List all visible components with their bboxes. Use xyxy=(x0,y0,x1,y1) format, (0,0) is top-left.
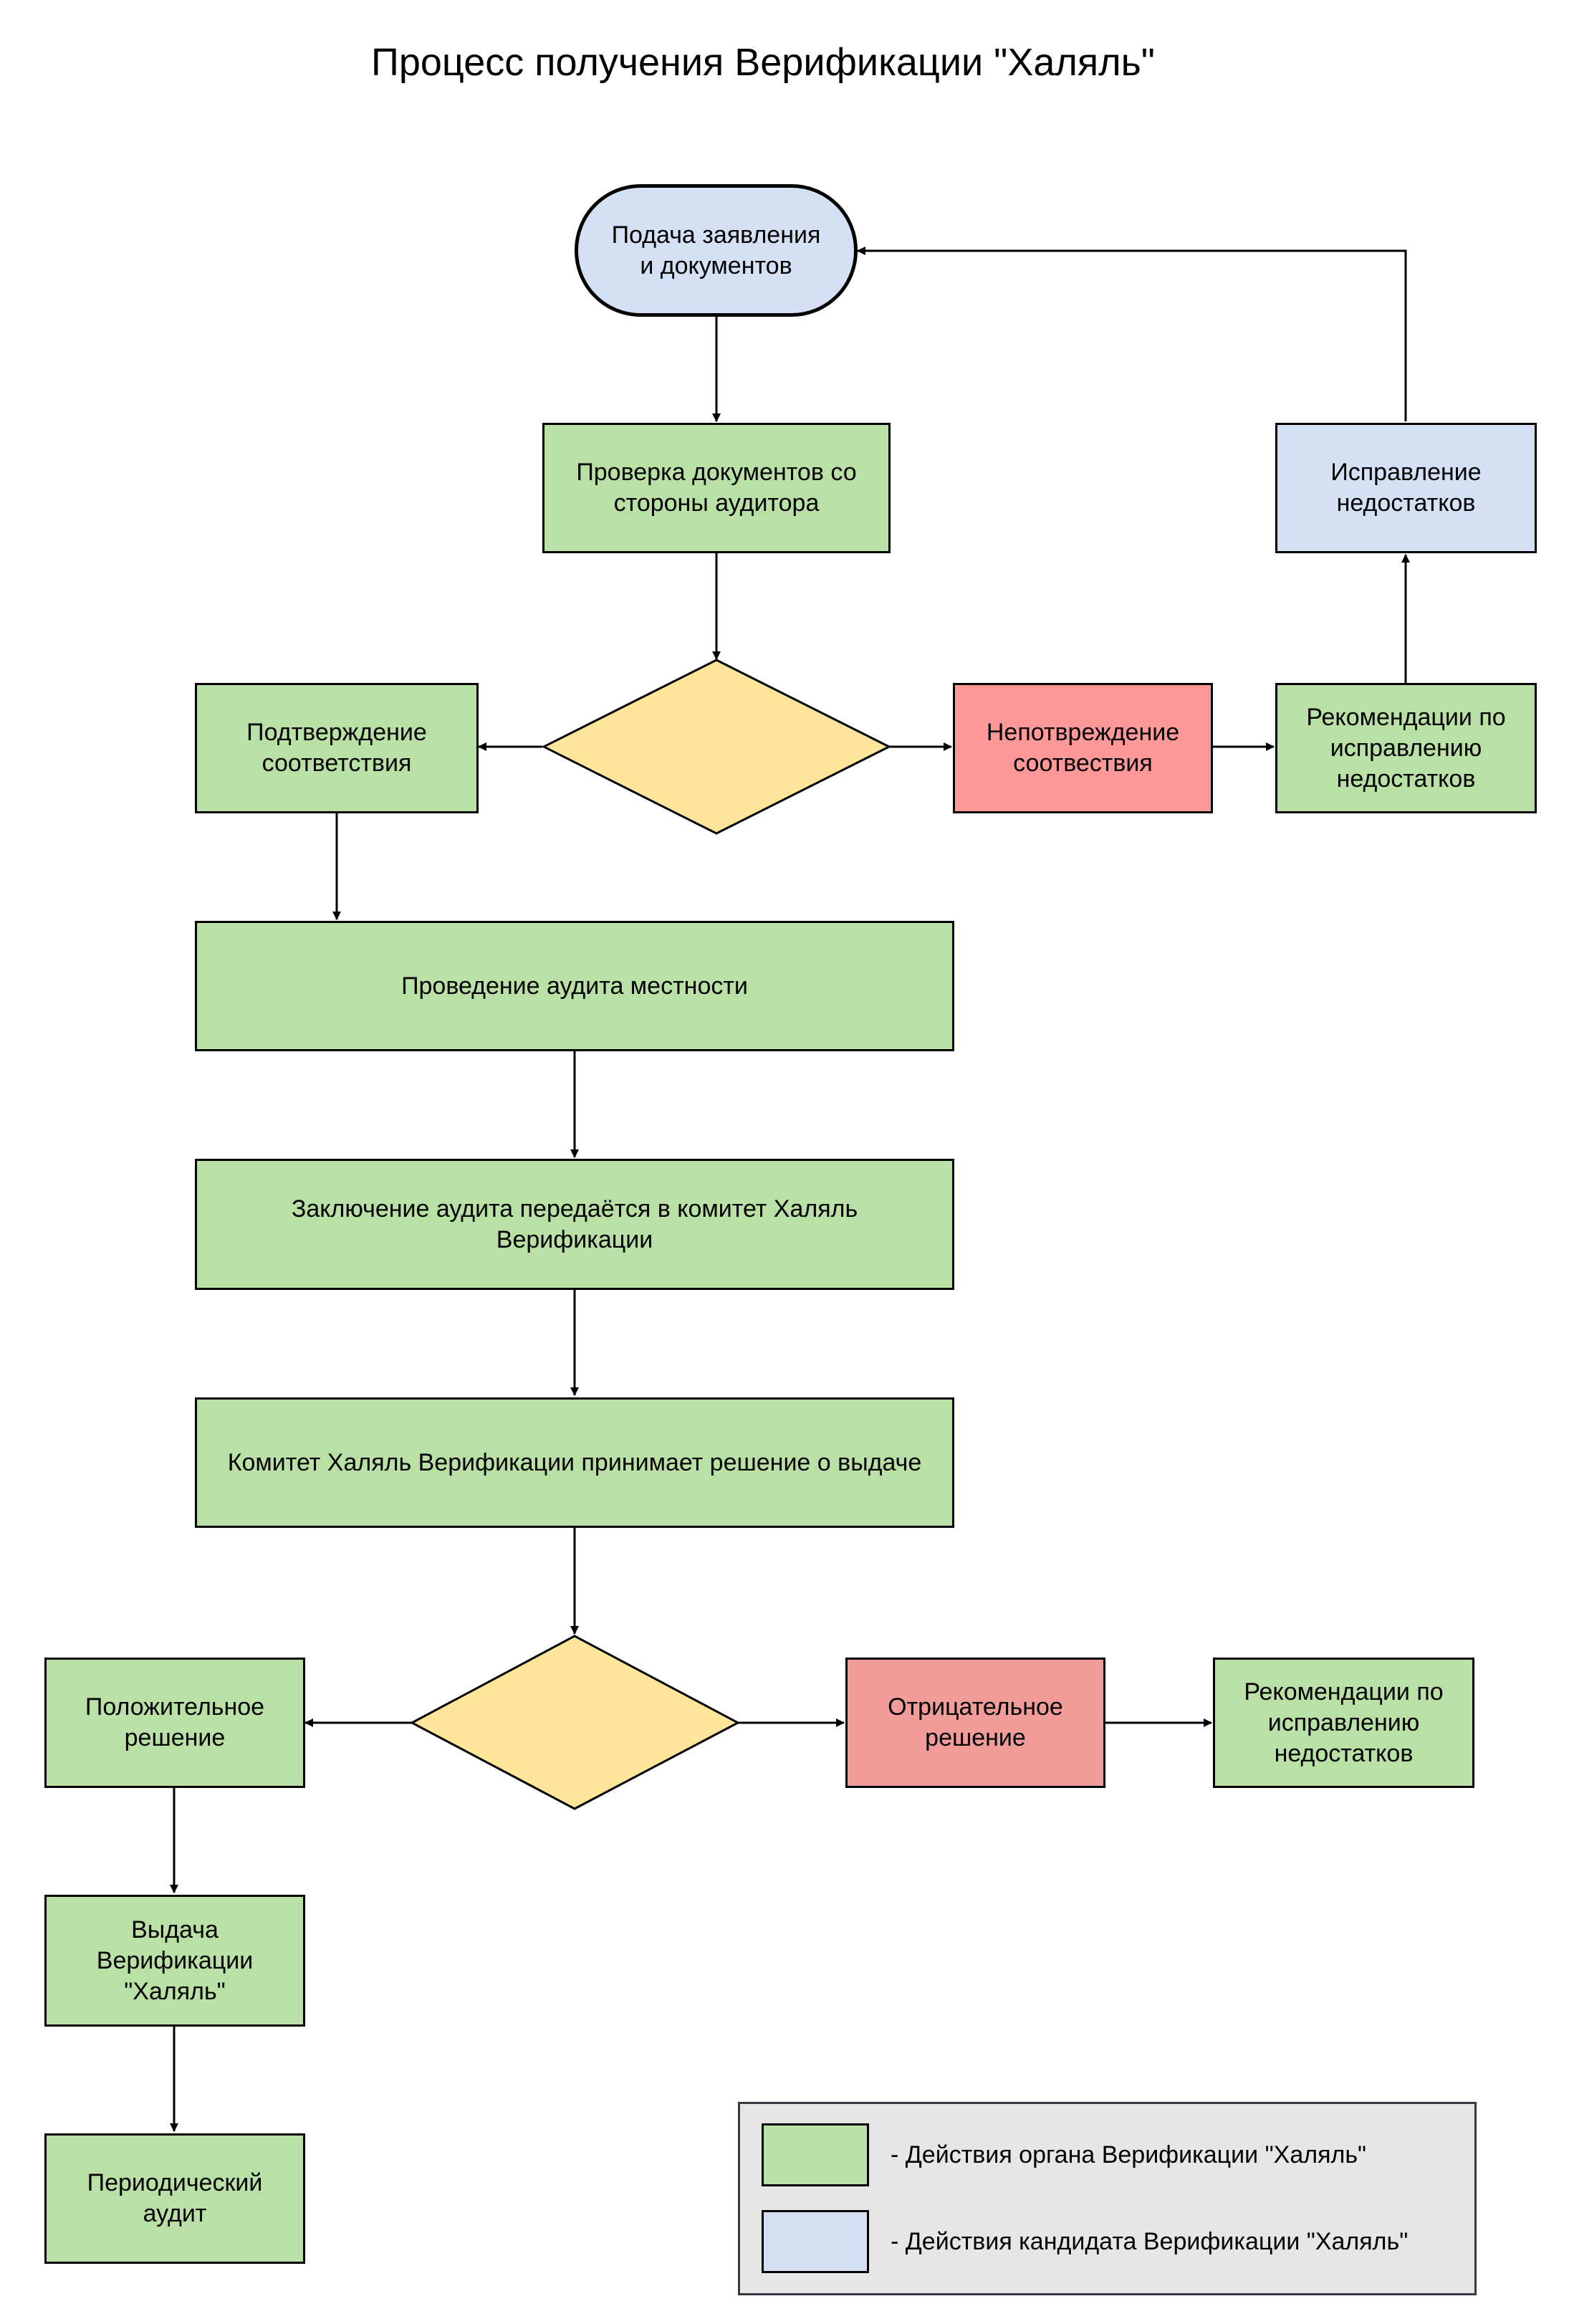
node-label: Рекомендации по исправлению недостатков xyxy=(1306,703,1506,793)
node-audit-conclusion: Заключение аудита передаётся в комитет Х… xyxy=(195,1159,954,1290)
node-recommendations-2: Рекомендации по исправлению недостатков xyxy=(1213,1658,1474,1788)
node-label: Проверка документов со стороны аудитора xyxy=(576,459,857,517)
node-label: Рекомендации по исправлению недостатков xyxy=(1244,1678,1444,1767)
node-label: Комитет Халяль Верификации принимает реш… xyxy=(227,1448,922,1476)
node-recommendations-1: Рекомендации по исправлению недостатков xyxy=(1275,683,1537,813)
legend-label-authority: - Действия органа Верификации "Халяль" xyxy=(891,2141,1367,2168)
node-issue-verification: Выдача Верификации "Халяль" xyxy=(44,1895,305,2027)
node-fix-issues: Исправление недостатков xyxy=(1275,423,1537,553)
node-label: Исправление недостатков xyxy=(1330,459,1482,517)
node-label: Проведение аудита местности xyxy=(401,972,748,1000)
legend-swatch-authority xyxy=(762,2123,869,2186)
node-label: Подача заявления и документов xyxy=(611,221,821,279)
decision-diamond-document-check xyxy=(541,659,892,835)
legend-label-candidate: - Действия кандидата Верификации "Халяль… xyxy=(891,2228,1409,2255)
node-site-audit: Проведение аудита местности xyxy=(195,921,954,1051)
node-confirm-compliance: Подтверждение соответствия xyxy=(195,683,479,813)
node-document-check: Проверка документов со стороны аудитора xyxy=(542,423,891,553)
node-label: Отрицательное решение xyxy=(888,1693,1063,1751)
node-label: Положительное решение xyxy=(85,1693,265,1751)
node-not-confirm-compliance: Непотвреждение соотвествия xyxy=(953,683,1213,813)
page-title: Процесс получения Верификации "Халяль" xyxy=(371,41,1155,84)
node-periodic-audit: Периодический аудит xyxy=(44,2133,305,2264)
node-label: Непотвреждение соотвествия xyxy=(986,719,1180,777)
node-label: Подтверждение соответствия xyxy=(246,719,427,777)
node-label: Заключение аудита передаётся в комитет Х… xyxy=(291,1195,858,1253)
legend-swatch-candidate xyxy=(762,2210,869,2273)
node-positive-decision: Положительное решение xyxy=(44,1658,305,1788)
node-negative-decision: Отрицательное решение xyxy=(845,1658,1105,1788)
node-submit-application: Подача заявления и документов xyxy=(575,184,858,317)
node-label: Выдача Верификации "Халяль" xyxy=(96,1916,254,2005)
node-committee-decision: Комитет Халяль Верификации принимает реш… xyxy=(195,1397,954,1528)
edge-fix-to-submit xyxy=(857,247,1407,421)
decision-diamond-committee xyxy=(409,1635,741,1810)
legend: - Действия органа Верификации "Халяль" -… xyxy=(738,2102,1477,2295)
node-label: Периодический аудит xyxy=(87,2169,263,2227)
